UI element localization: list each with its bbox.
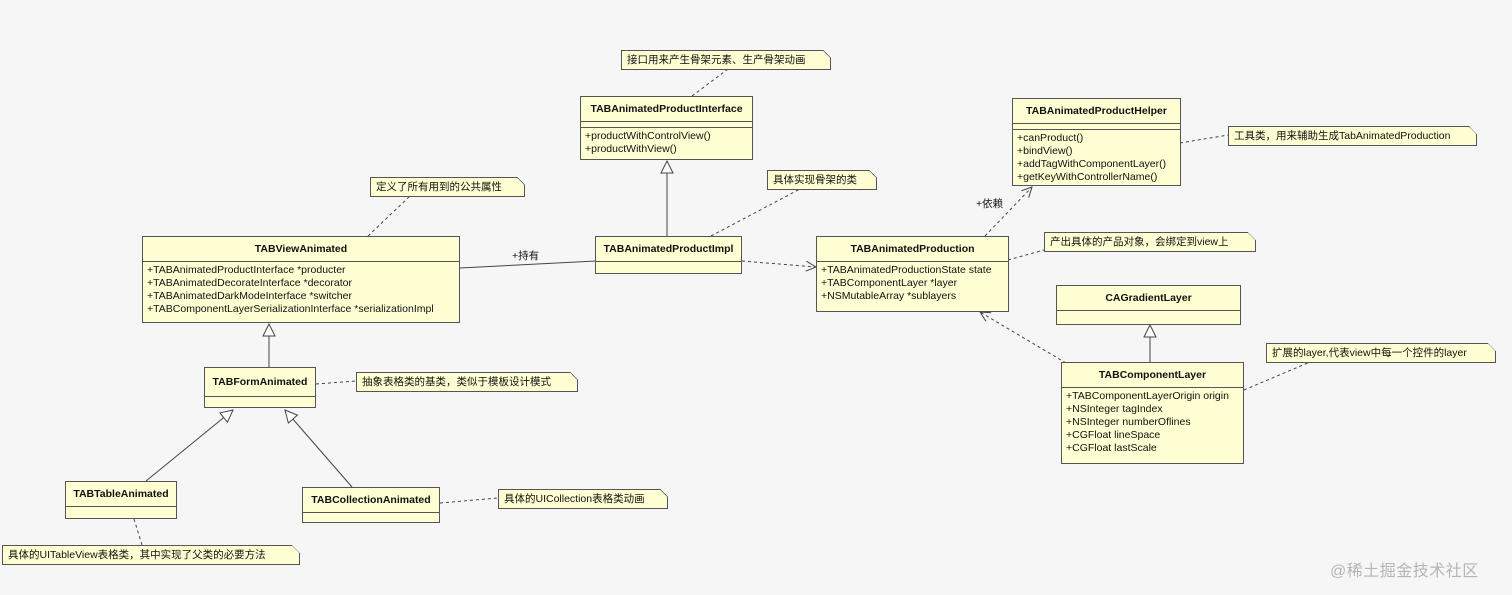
class-ca-gradient-layer: CAGradientLayer [1056, 285, 1241, 325]
method: +productWithControlView() [585, 130, 711, 142]
class-name: TABAnimatedProductHelper [1013, 99, 1180, 124]
dependency-production-to-helper [984, 187, 1032, 237]
attribute: +TABAnimatedDarkModeInterface *switcher [147, 290, 352, 302]
note-helper: 工具类，用来辅助生成TabAnimatedProduction [1228, 126, 1477, 146]
method: +bindView() [1017, 145, 1073, 157]
watermark: @稀土掘金技术社区 [1330, 563, 1479, 580]
attribute: +TABAnimatedDecorateInterface *decorator [147, 277, 352, 289]
note-link-collection [439, 497, 499, 504]
note-table: 具体的UITableView表格类，其中实现了父类的必要方法 [2, 545, 300, 565]
attribute: +NSInteger tagIndex [1066, 403, 1163, 415]
method: +productWithView() [585, 143, 677, 155]
class-tab-form-animated: TABFormAnimated [204, 367, 316, 408]
class-tab-animated-product-interface: TABAnimatedProductInterface +productWith… [580, 96, 753, 160]
label-depend: +依赖 [976, 198, 1004, 210]
note-impl: 具体实现骨架的类 [767, 170, 877, 190]
attribute: +NSInteger numberOflines [1066, 416, 1191, 428]
attribute: +NSMutableArray *sublayers [821, 290, 957, 302]
method-list: +productWithControlView() +productWithVi… [581, 128, 752, 158]
class-name: CAGradientLayer [1057, 286, 1240, 311]
class-name: TABComponentLayer [1062, 363, 1243, 388]
inherit-table-to-form [145, 410, 233, 482]
attribute: +TABComponentLayer *layer [821, 277, 958, 289]
attribute-list: +TABComponentLayerOrigin origin +NSInteg… [1062, 388, 1243, 457]
class-tab-table-animated: TABTableAnimated [65, 481, 177, 519]
note-interface: 接口用来产生骨架元素、生产骨架动画 [621, 50, 831, 70]
class-tab-component-layer: TABComponentLayer +TABComponentLayerOrig… [1061, 362, 1244, 464]
method: +canProduct() [1017, 132, 1084, 144]
note-layer: 扩展的layer,代表view中每一个控件的layer [1266, 343, 1496, 363]
method: +addTagWithComponentLayer() [1017, 158, 1167, 170]
note-viewanimated: 定义了所有用到的公共属性 [370, 177, 525, 197]
note-form: 抽象表格类的基类，类似于模板设计模式 [356, 372, 578, 392]
attribute: +CGFloat lineSpace [1066, 429, 1161, 441]
class-tab-view-animated: TABViewAnimated +TABAnimatedProductInter… [142, 236, 460, 323]
method-list: +canProduct() +bindView() +addTagWithCom… [1013, 130, 1180, 186]
association-hold [459, 260, 597, 269]
inherit-collection-to-form [285, 410, 353, 488]
method: +getKeyWithControllerName() [1017, 171, 1158, 183]
attribute: +TABComponentLayerOrigin origin [1066, 390, 1229, 402]
class-tab-animated-product-impl: TABAnimatedProductImpl [595, 236, 742, 274]
note-link-impl [710, 188, 801, 237]
class-name: TABTableAnimated [66, 482, 176, 507]
class-name: TABFormAnimated [205, 368, 315, 397]
attribute: +TABAnimatedProductionState state [821, 264, 992, 276]
label-hold: +持有 [512, 250, 540, 262]
class-tab-animated-production: TABAnimatedProduction +TABAnimatedProduc… [816, 236, 1009, 312]
attribute-list: +TABAnimatedProductionState state +TABCo… [817, 262, 1008, 305]
note-link-helper [1179, 134, 1229, 144]
class-tab-animated-product-helper: TABAnimatedProductHelper +canProduct() +… [1012, 98, 1181, 186]
dependency-impl-to-production [741, 260, 816, 267]
note-production: 产出具体的产品对象，会绑定到view上 [1044, 232, 1256, 252]
class-name: TABCollectionAnimated [303, 488, 439, 513]
note-collection: 具体的UICollection表格类动画 [498, 489, 668, 509]
class-name: TABAnimatedProductInterface [581, 97, 752, 122]
note-link-form [315, 380, 357, 385]
note-link-layer [1243, 361, 1311, 391]
attribute: +TABAnimatedProductInterface *producter [147, 264, 346, 276]
note-link-interface [691, 68, 729, 97]
class-tab-collection-animated: TABCollectionAnimated [302, 487, 440, 523]
class-name: TABViewAnimated [143, 237, 459, 262]
note-link-table [133, 518, 143, 546]
dependency-layer-to-production [980, 312, 1067, 364]
class-name: TABAnimatedProduction [817, 237, 1008, 262]
attribute: +TABComponentLayerSerializationInterface… [147, 303, 434, 315]
class-name: TABAnimatedProductImpl [596, 237, 741, 262]
attribute: +CGFloat lastScale [1066, 442, 1157, 454]
note-link-viewanimated [367, 195, 411, 237]
note-link-production [1007, 249, 1045, 261]
attribute-list: +TABAnimatedProductInterface *producter … [143, 262, 459, 318]
